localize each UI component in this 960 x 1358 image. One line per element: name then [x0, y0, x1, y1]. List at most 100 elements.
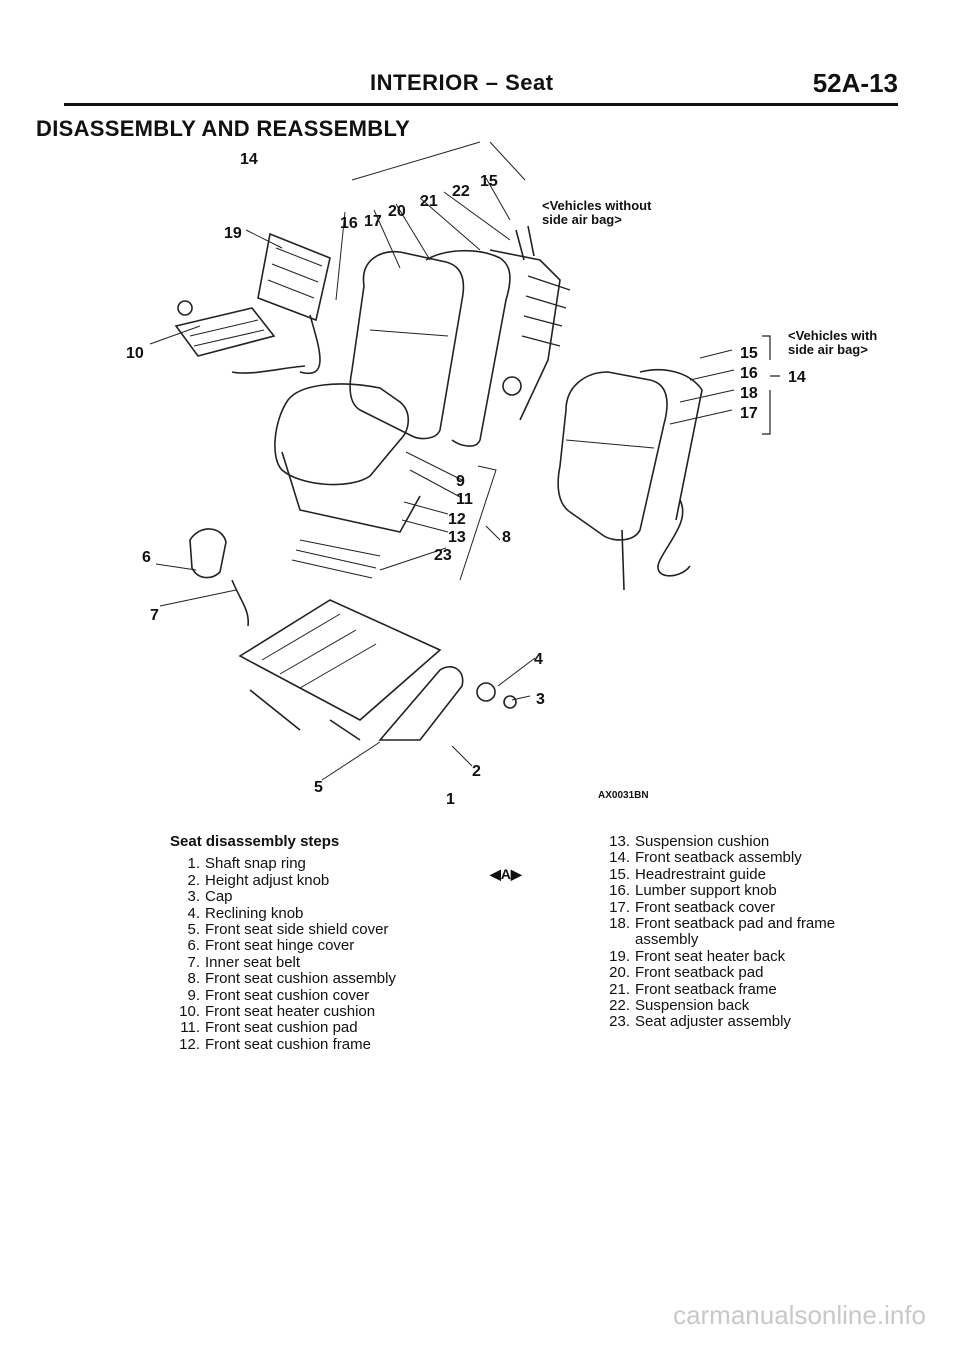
step-item: 16.Lumber support knob: [600, 882, 900, 900]
callout-2: 2: [472, 763, 481, 780]
step-item: 12. Front seat cushion frame: [170, 1035, 470, 1053]
step-text: Suspension back: [635, 997, 750, 1015]
step-text: Seat adjuster assembly: [635, 1013, 791, 1031]
side-shield-cover: [378, 666, 464, 741]
step-number: 13.: [609, 833, 630, 850]
note-without-airbag: <Vehicles without side air bag>: [542, 198, 655, 227]
step-text: Front seat cushion frame: [205, 1035, 371, 1053]
step-text: Height adjust knob: [205, 871, 330, 889]
callout-23: 23: [434, 547, 452, 564]
step-item: 21.Front seatback frame: [600, 980, 900, 998]
seat-cushion-cover: [274, 383, 410, 486]
watermark: carmanualsonline.info: [673, 1300, 926, 1330]
callout-16: 16: [340, 215, 358, 232]
step-number: 7.: [187, 953, 200, 971]
step-number: 19.: [609, 947, 630, 965]
callout-7: 7: [150, 607, 159, 624]
note-without-line1: <Vehicles without: [542, 198, 652, 213]
figure-code: AX0031BN: [598, 790, 649, 801]
callout-4: 4: [534, 651, 543, 668]
callout-20: 20: [388, 203, 406, 220]
callout-12: 12: [448, 511, 466, 528]
step-item: 22.Suspension back: [600, 997, 900, 1015]
callout-17: 17: [364, 213, 382, 230]
step-number: 10.: [179, 1003, 200, 1021]
step-text: Front seat heater back: [635, 947, 786, 965]
steps-heading: Seat disassembly steps: [170, 833, 340, 850]
step-item: 6.Front seat hinge cover: [170, 937, 470, 955]
callout-19: 19: [224, 225, 242, 242]
callout-13: 13: [448, 529, 466, 546]
callout-1: 1: [446, 791, 455, 808]
step-text: Front seat cushion cover: [205, 986, 370, 1004]
note-with-line1: <Vehicles with: [788, 328, 877, 343]
header-rule: [64, 103, 898, 106]
step-item: 23. Seat adjuster assembly: [600, 1013, 900, 1031]
seat-exploded-diagram: 14 15 22 21 20 17 16 19 10 9 11 12 13 23…: [126, 141, 881, 808]
step-text: Cap: [205, 888, 233, 906]
callout-side-15: 15: [740, 345, 758, 362]
callout-side-17: 17: [740, 405, 758, 422]
step-number: 5.: [187, 921, 200, 939]
callout-3: 3: [536, 691, 545, 708]
note-without-line2: side air bag>: [542, 212, 622, 227]
callout-side-14: 14: [788, 369, 806, 386]
step-item: 3. Cap: [170, 888, 470, 906]
step-text: Front seatback cover: [635, 898, 776, 916]
step-number: 18.: [609, 915, 630, 933]
step-item: 11.Front seat cushion pad: [170, 1020, 470, 1037]
step-text: Front seatback pad: [635, 964, 764, 982]
step-number: 3.: [187, 888, 200, 906]
step-item: 10. Front seat heater cushion: [170, 1003, 470, 1021]
step-text: Front seatback frame: [635, 980, 777, 998]
seatback-frame: [489, 249, 561, 421]
step-number: 8.: [187, 970, 200, 988]
step-number: 17.: [609, 898, 630, 916]
step-number: 20.: [609, 964, 630, 982]
step-text: Headrestraint guide: [635, 865, 766, 883]
callout-5: 5: [314, 779, 323, 796]
step-number: 14.: [609, 849, 630, 867]
callout-side-18: 18: [740, 385, 758, 402]
step-number: 1.: [187, 855, 200, 873]
step-text: Front seat heater cushion: [205, 1003, 376, 1021]
callout-21: 21: [420, 193, 438, 210]
step-number: 2.: [187, 871, 200, 889]
note-with-airbag: <Vehicles with side air bag>: [788, 328, 881, 357]
suspension-back: [521, 275, 571, 347]
section-title: DISASSEMBLY AND REASSEMBLY: [36, 116, 411, 141]
suspension-cushion: [291, 539, 381, 579]
step-item: 19. Front seat heater back: [600, 947, 900, 965]
service-point-marker: ◀A▶: [490, 866, 522, 882]
step-text: Suspension cushion: [635, 833, 770, 850]
seatback-pad: [425, 249, 511, 447]
step-text: Front seat side shield cover: [205, 921, 389, 939]
heater-cushion-pad: [174, 307, 276, 357]
page-header-title: INTERIOR – Seat: [370, 70, 554, 95]
step-text: Lumber support knob: [635, 882, 777, 900]
page-number: 52A-13: [812, 68, 898, 98]
step-number: 23.: [609, 1013, 630, 1031]
steps-left-column: Seat disassembly steps 1.Shaft snap ring…: [170, 833, 470, 1053]
seat-cushion-frame: [281, 451, 421, 533]
step-item: 5. Front seat side shield cover: [170, 921, 470, 939]
step-item: 4.Reclining knob: [170, 904, 470, 922]
callout-side-16: 16: [740, 365, 758, 382]
step-number: 9.: [187, 986, 200, 1004]
callout-15: 15: [480, 173, 498, 190]
callout-6: 6: [142, 549, 151, 566]
step-item: 18.Front seatback pad and frame assembly: [600, 915, 900, 949]
seatback-with-airbag: [557, 371, 668, 541]
seatback-cover: [349, 250, 465, 440]
step-number: 12.: [179, 1035, 200, 1053]
step-item: 7.Inner seat belt: [170, 953, 470, 971]
step-number: 6.: [187, 937, 200, 955]
step-text: Reclining knob: [205, 904, 304, 922]
step-item: 17. Front seatback cover: [600, 898, 900, 916]
step-text: Front seat cushion assembly: [205, 970, 396, 988]
step-item: 15.Headrestraint guide: [600, 865, 900, 883]
step-item: 8. Front seat cushion assembly: [170, 970, 470, 988]
